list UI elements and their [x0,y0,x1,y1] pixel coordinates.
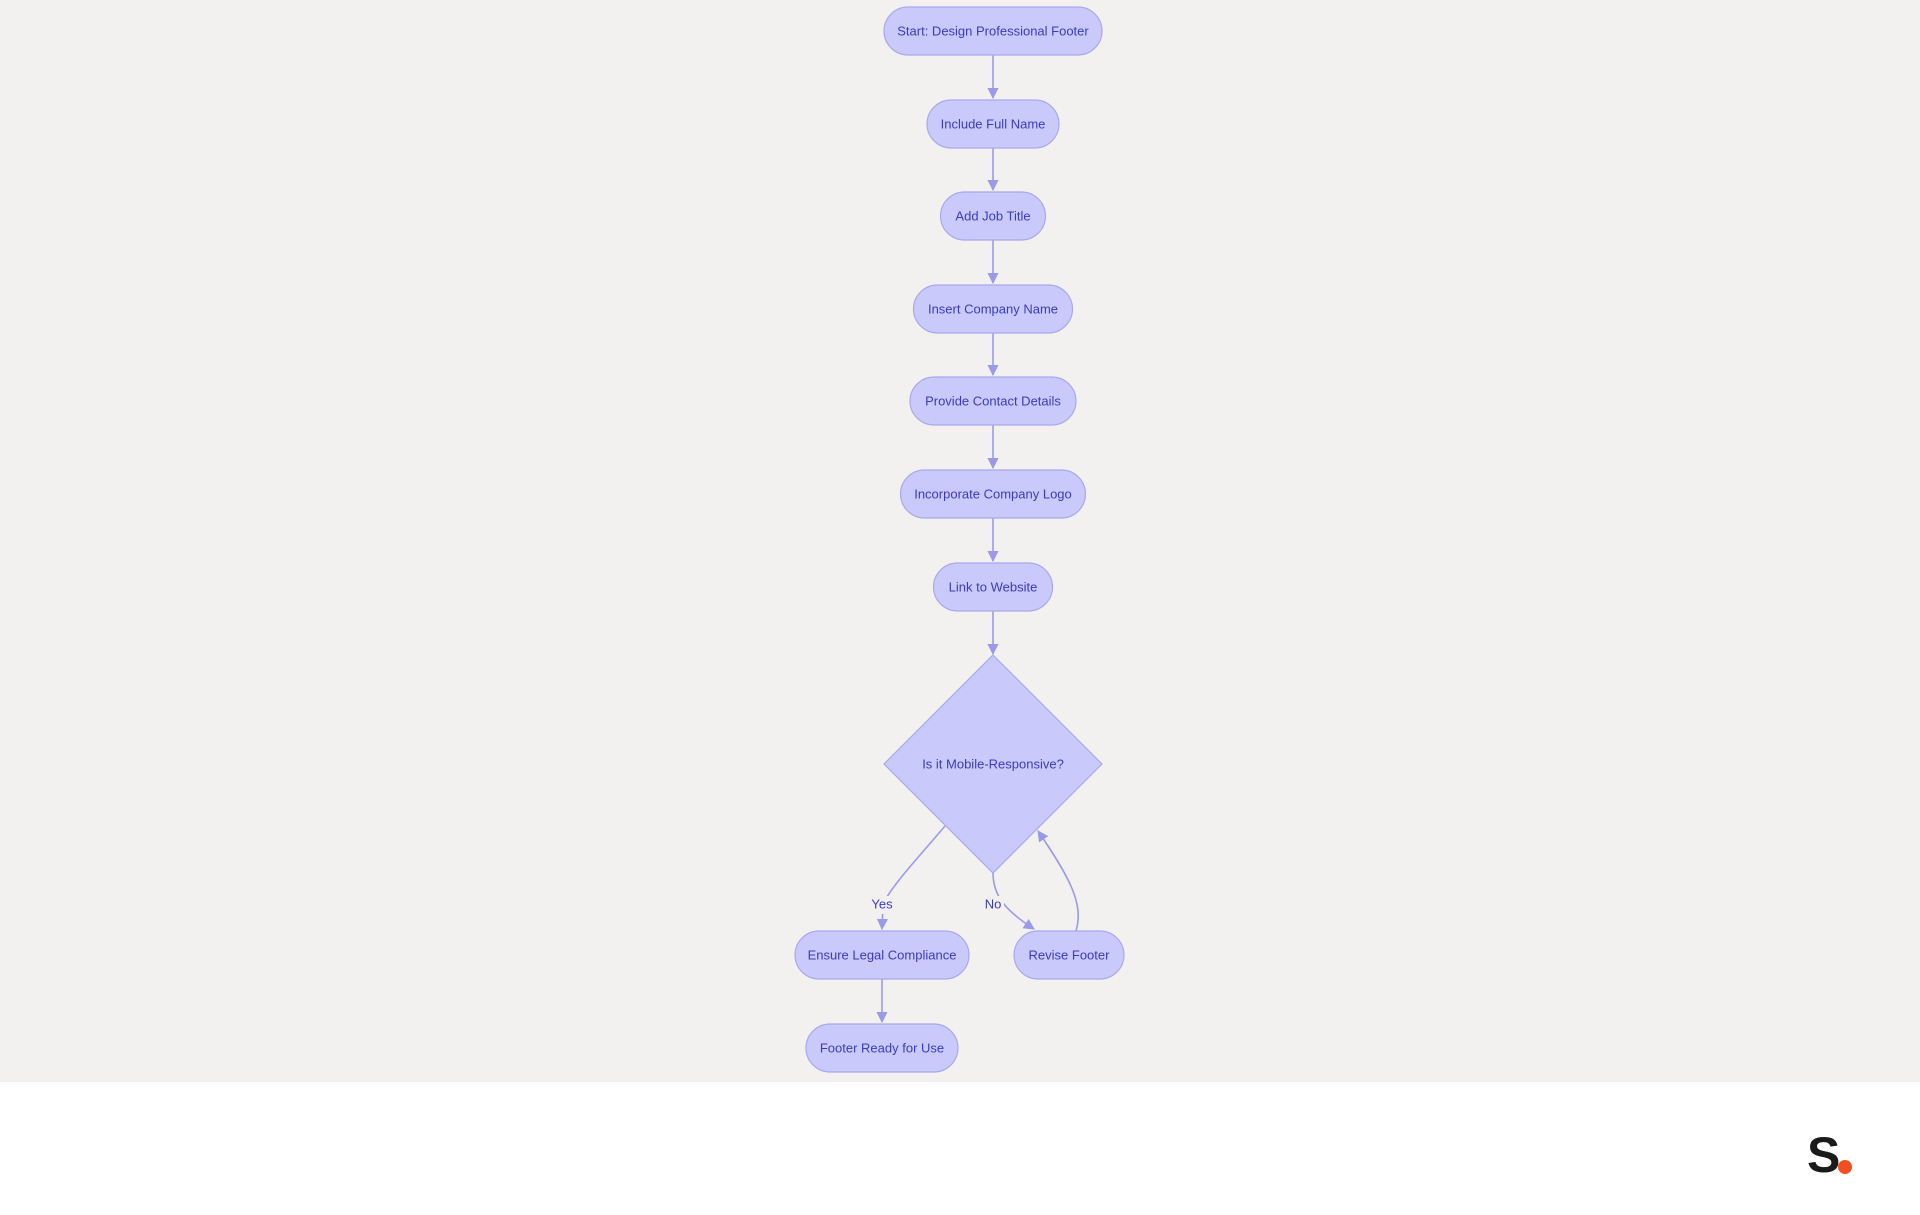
node-ready: Footer Ready for Use [805,1023,959,1073]
node-label: Is it Mobile-Responsive? [922,756,1064,771]
edge-label-background [867,896,897,914]
node-contact: Provide Contact Details [909,376,1077,426]
node-start: Start: Design Professional Footer [883,6,1103,56]
edge-label-background [982,896,1004,914]
edge-label-yes: Yes [871,896,893,911]
node-legal: Ensure Legal Compliance [794,930,970,980]
node-label: Add Job Title [955,208,1030,223]
node-label: Insert Company Name [928,301,1058,316]
process-pill [883,6,1103,56]
decision-diamond [883,654,1103,874]
node-logo: Incorporate Company Logo [899,469,1087,519]
process-pill [926,99,1060,149]
node-label: Ensure Legal Compliance [808,947,957,962]
process-pill [939,191,1047,241]
nodes-layer: Start: Design Professional FooterInclude… [794,6,1125,1073]
node-job-title: Add Job Title [939,191,1047,241]
node-mobile: Is it Mobile-Responsive? [883,654,1103,874]
process-pill [805,1023,959,1073]
node-company-name: Insert Company Name [912,284,1074,334]
edge-label-no: No [985,896,1002,911]
node-label: Include Full Name [941,116,1046,131]
node-website: Link to Website [932,562,1054,612]
flowchart: Start: Design Professional FooterInclude… [0,0,1920,1082]
node-label: Footer Ready for Use [820,1040,944,1055]
node-label: Revise Footer [1029,947,1111,962]
logo-letter: S [1807,1128,1840,1178]
edge-revise-to-mobile [1037,830,1080,932]
node-label: Incorporate Company Logo [914,486,1072,501]
s-dot-logo: S [1805,1127,1865,1183]
process-pill [899,469,1087,519]
node-revise: Revise Footer [1013,930,1125,980]
process-pill [794,930,970,980]
process-pill [932,562,1054,612]
node-label: Provide Contact Details [925,393,1061,408]
logo-dot [1838,1160,1852,1174]
process-pill [909,376,1077,426]
diagram-background [0,0,1920,1082]
node-label: Start: Design Professional Footer [897,23,1089,38]
node-label: Link to Website [949,579,1038,594]
process-pill [1013,930,1125,980]
page-footer [0,1082,1920,1215]
node-full-name: Include Full Name [926,99,1060,149]
edge-labels-layer: Yes No [867,896,1004,914]
process-pill [912,284,1074,334]
